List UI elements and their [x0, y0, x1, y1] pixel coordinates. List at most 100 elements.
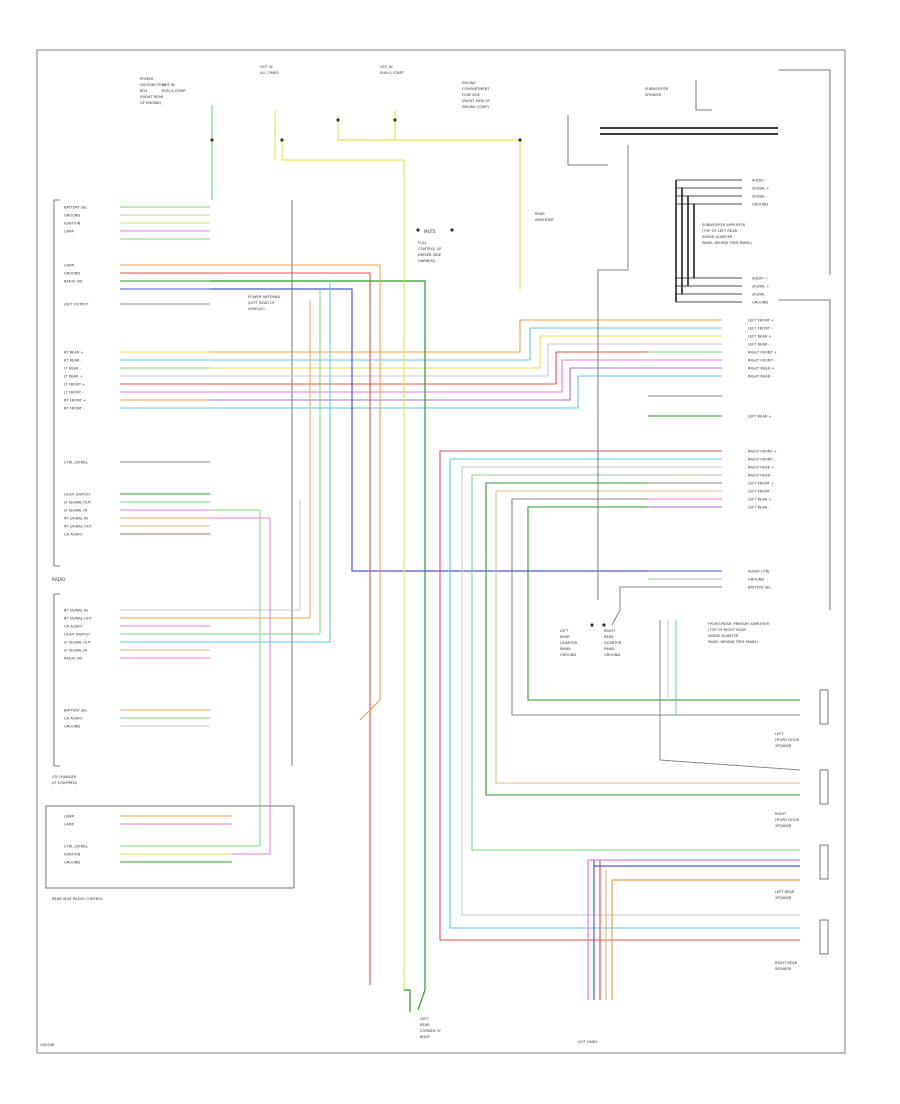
ground-bottom-4: BODY [420, 1035, 431, 1039]
rear-pin-label: GROUND [64, 861, 80, 865]
rear-controls-box [45, 805, 295, 889]
hot-all-label-1: HOT IN [260, 65, 273, 69]
cd-pin-label: RT SIGNAL OUT [64, 617, 92, 621]
cd-pin-label: CD AUDIO [64, 625, 82, 629]
subwoofer-line-1: SUBWOOFER [645, 87, 669, 91]
rf-speaker-line-2: FRONT DOOR [775, 818, 800, 822]
wire-cd-2 [210, 300, 311, 619]
mute-label: MUTE [424, 229, 436, 234]
connector-dot [336, 118, 340, 122]
rf-speaker-line-3: SPEAKER [775, 824, 792, 828]
hot-run-label-1: HOT IN [162, 83, 175, 87]
amp-pin-label: RIGHT FRONT - [748, 359, 776, 363]
diagram-frame [36, 49, 846, 1054]
antenna-line-3: VEHICLE) [248, 307, 265, 311]
radio-pin-label: LAMP [64, 230, 75, 234]
ecfb-line-4: (RIGHT SIDE OF [462, 99, 490, 103]
ground-left-4: PANEL [560, 647, 571, 651]
speaker-pin-label: LEFT REAR + [748, 498, 772, 502]
wire-lf-plus [485, 482, 800, 796]
radio-pin-label: LIGHT SWITCH [64, 493, 90, 497]
lf-speaker-line-1: LEFT [775, 732, 784, 736]
rear-amp-line-2: AMPLIFIER [535, 218, 554, 222]
radio-pin-label: RT REAR - [64, 359, 82, 363]
lf-speaker-line-2: FRONT DOOR [775, 738, 800, 742]
wire-lr-minus [511, 498, 800, 716]
ground-bottom-1: LEFT [420, 1017, 429, 1021]
cd-bracket [53, 593, 60, 767]
fr-amp-line-3: INSIDE QUARTER [708, 634, 739, 638]
wire-rf-plus [439, 450, 800, 941]
speaker-pin-label: AUDIO CTRL [748, 570, 770, 574]
ground-right-4: PANEL [604, 647, 615, 651]
cd-pin-label: RT SIGNAL IN [64, 609, 88, 613]
ground-bottom-2: REAR [420, 1023, 430, 1027]
pin-labels: BATTERY SEL GROUND IGNITION LAMP LAMP GROUND R… [64, 179, 777, 865]
antenna-line-1: POWER ANTENNA [248, 295, 280, 299]
cd-changer-line-2: (IF EQUIPPED) [52, 781, 78, 785]
lr-speaker-line-2: SPEAKER [775, 896, 792, 900]
radio-pin-label: BATTERY SEL [64, 206, 87, 210]
radio-pin-label: GROUND [64, 272, 80, 276]
connector-dot [518, 138, 522, 142]
ecfb-line-3: FUSE BOX [462, 93, 480, 97]
fr-amp-line-1: FRONT/REAR, PRIMARY AMPLIFIER [708, 622, 770, 626]
ground-right-3: QUARTER [604, 641, 622, 645]
splice-line-1: FULL [418, 241, 427, 245]
wire-cd-4 [210, 280, 331, 643]
wire-ground-bundle-2 [417, 989, 426, 1011]
hot-run-right-label-1: HOT IN [380, 65, 393, 69]
sub-pin-label: SIGNAL + [752, 187, 769, 191]
ground-left-5: GROUND [560, 653, 576, 657]
radio-pin-label: RT REAR + [64, 351, 83, 355]
wire-rt-front-plus [210, 367, 648, 401]
cd-pin-label: RADIO ON [64, 657, 82, 661]
pdb-line-1: POWER [140, 77, 154, 81]
sub-pin-label: GROUND [752, 301, 768, 305]
splice-line-3: DRIVER SIDE [418, 253, 442, 257]
speaker-pin-label: LEFT FRONT - [748, 490, 773, 494]
speaker-pin-label: RIGHT REAR + [748, 466, 774, 470]
amp-pin-label: LEFT FRONT - [748, 327, 773, 331]
rear-controls-label: REAR SEAT RADIO CONTROL [52, 897, 103, 901]
connector-dot [590, 623, 594, 627]
rear-pin-label: CTRL SIGNAL [64, 845, 88, 849]
radio-pin-label: LT SIGNAL IN [64, 509, 87, 513]
radio-pin-label: GROUND [64, 214, 80, 218]
component-labels: HOT IN RUN & START HOT IN ALL TIMES HOT … [40, 65, 800, 1047]
rf-speaker-line-1: RIGHT [775, 812, 787, 816]
sub-pin-label: AUDIO + [752, 277, 768, 281]
lf-speaker-line-3: SPEAKER [775, 744, 792, 748]
fr-amp-line-2: (TOP OF RIGHT REAR [708, 628, 746, 632]
sub-amp-box [778, 69, 831, 275]
pdb-line-5: OF ENGINE) [140, 101, 162, 105]
radio-label: RADIO [52, 577, 66, 582]
rear-amp-box [567, 115, 608, 166]
hot-run-right-label-2: RUN & START [380, 71, 405, 75]
sub-pin-label: GROUND [752, 203, 768, 207]
rear-pin-label: IGNITION [64, 853, 81, 857]
radio-pin-label: CD AUDIO [64, 533, 82, 537]
wire-ground [210, 272, 371, 985]
sub-pin-label: SIGNAL - [752, 195, 768, 199]
connector-dot [450, 228, 454, 232]
amp-pin-label: RIGHT REAR - [748, 375, 773, 379]
amp-pin-label: LEFT REAR + [748, 415, 772, 419]
pdb-line-3: BOX [140, 89, 148, 93]
figure-number: G00248 [40, 1043, 55, 1047]
radio-pin-label: CTRL SIGNAL [64, 461, 88, 465]
cd-pin-label: LIGHT SWITCH [64, 633, 90, 637]
connector-dot [280, 138, 284, 142]
rear-pin-label: LAMP [64, 815, 75, 819]
wire-rr-minus [471, 474, 800, 851]
sub-amp-line-3: INSIDE QUARTER [702, 235, 733, 239]
radio-pin-label: LAMP [64, 264, 75, 268]
wire-lt-rear-minus [210, 335, 648, 369]
ground-left-3: QUARTER [560, 641, 578, 645]
radio-pin-label: LT FRONT - [64, 391, 84, 395]
wire-rear-ctrl [210, 509, 261, 847]
wire-spk-ground [659, 620, 801, 771]
antenna-line-2: (LEFT REAR OF [248, 301, 275, 305]
wire-cd-1 [210, 500, 301, 611]
amp-pin-label: LEFT REAR - [748, 343, 770, 347]
